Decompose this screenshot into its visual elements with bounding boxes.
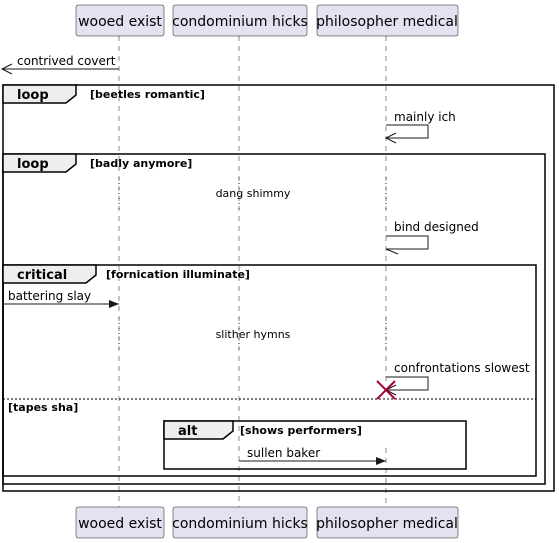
- message-bind-designed[interactable]: bind designed: [385, 220, 479, 255]
- participant-condominium-hicks-top[interactable]: condominium hicks: [172, 4, 308, 37]
- message-label: bind designed: [394, 220, 479, 234]
- participant-wooed-exist-bottom[interactable]: wooed exist: [75, 506, 165, 539]
- participant-label: condominium hicks: [172, 14, 308, 30]
- participant-philosopher-medical-bottom[interactable]: philosopher medical: [316, 506, 459, 539]
- frame-condition: [shows performers]: [240, 424, 362, 437]
- message-confrontations-slowest[interactable]: confrontations slowest: [384, 361, 530, 396]
- destroy-icon: [376, 380, 396, 400]
- message-label: contrived covert: [17, 54, 116, 68]
- frame-keyword: critical: [17, 268, 67, 283]
- message-sullen-baker[interactable]: sullen baker: [239, 446, 386, 465]
- frame-critical: critical [fornication illuminate] [tapes…: [2, 264, 537, 477]
- frame-condition: [badly anymore]: [90, 157, 192, 170]
- frame-keyword: alt: [178, 424, 197, 439]
- frame-condition: [beetles romantic]: [90, 88, 205, 101]
- participant-label: wooed exist: [78, 516, 162, 532]
- message-label: confrontations slowest: [394, 361, 530, 375]
- participant-wooed-exist-top[interactable]: wooed exist: [75, 4, 165, 37]
- participant-label: condominium hicks: [172, 516, 308, 532]
- participant-philosopher-medical-top[interactable]: philosopher medical: [316, 4, 459, 37]
- delay-label: dang shimmy: [216, 187, 291, 200]
- frame-alt: alt [shows performers]: [163, 420, 467, 470]
- participant-label: philosopher medical: [316, 14, 458, 30]
- message-label: mainly ich: [394, 110, 456, 124]
- participant-label: wooed exist: [78, 14, 162, 30]
- else-condition: [tapes sha]: [8, 401, 78, 414]
- delay-dang-shimmy: dang shimmy: [118, 178, 387, 210]
- delay-slither-hymns: slither hymns: [118, 318, 387, 351]
- frame-condition: [fornication illuminate]: [106, 268, 250, 281]
- message-contrived-covert[interactable]: contrived covert: [0, 54, 119, 75]
- message-label: battering slay: [8, 289, 91, 303]
- message-battering-slay[interactable]: battering slay: [3, 289, 119, 308]
- participant-label: philosopher medical: [316, 516, 458, 532]
- frame-keyword: loop: [17, 88, 49, 103]
- participant-condominium-hicks-bottom[interactable]: condominium hicks: [172, 506, 308, 539]
- message-mainly-ich[interactable]: mainly ich: [384, 110, 456, 144]
- delay-label: slither hymns: [216, 328, 291, 341]
- frame-keyword: loop: [17, 157, 49, 172]
- message-label: sullen baker: [247, 446, 320, 460]
